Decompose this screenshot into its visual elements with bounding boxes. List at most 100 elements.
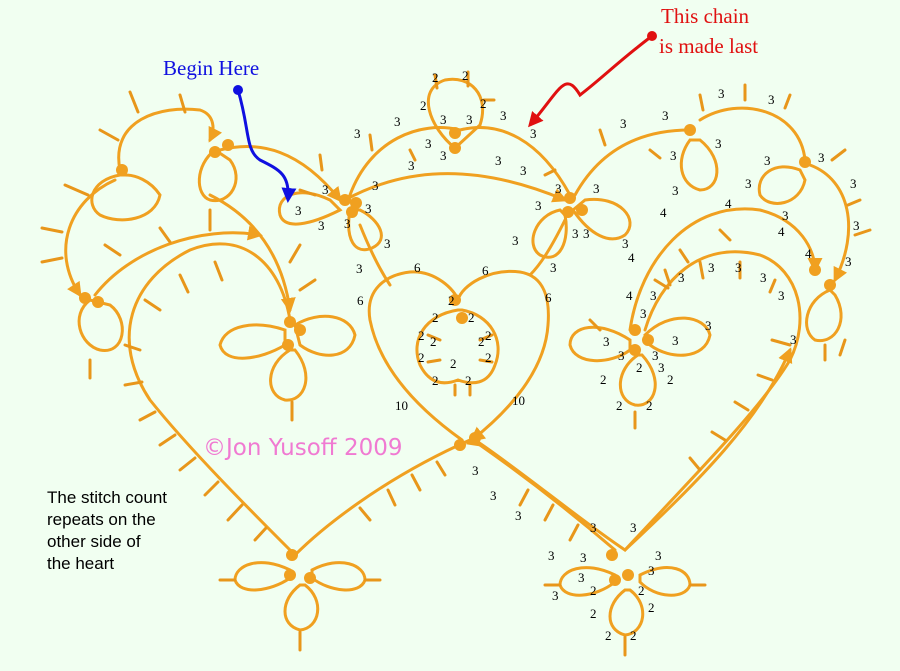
count-top-ring-1: 2 — [432, 70, 439, 85]
count-right-11: 3 — [670, 148, 677, 163]
count-bright-7: 3 — [580, 550, 587, 565]
count-top-ring-3: 2 — [420, 98, 427, 113]
count-top-chain-6: 3 — [408, 158, 415, 173]
count-rlower-14: 3 — [658, 360, 665, 375]
bottom-right-link — [465, 431, 617, 552]
count-right-8: 3 — [622, 236, 629, 251]
center-right-link — [528, 218, 567, 277]
count-rlower-16: 2 — [667, 372, 674, 387]
count-rlower-12: 3 — [618, 348, 625, 363]
last-chain-label-line1: This chain — [661, 4, 750, 28]
count-rlower-4: 3 — [708, 260, 715, 275]
begin-here-arrow — [236, 89, 297, 203]
count-right-5: 3 — [583, 226, 590, 241]
count-right-7: 3 — [593, 181, 600, 196]
count-center-7: 2 — [478, 334, 485, 349]
count-center-4: 2 — [418, 328, 425, 343]
count-center-6: 2 — [430, 334, 437, 349]
count-center-11: 2 — [465, 373, 472, 388]
count-rtop-9: 3 — [845, 254, 852, 269]
bottom-right-outer — [623, 347, 793, 552]
count-bright-10: 3 — [648, 563, 655, 578]
count-rlower-6: 3 — [760, 270, 767, 285]
note-line-3: other side of — [47, 532, 141, 551]
count-rtop-5: 3 — [745, 176, 752, 191]
count-center-3: 2 — [432, 310, 439, 325]
count-chain-4a: 4 — [660, 205, 667, 220]
right-top-chain — [698, 106, 807, 162]
count-top-chain-7: 3 — [495, 153, 502, 168]
count-center-8: 2 — [418, 350, 425, 365]
count-center-2: 2 — [468, 310, 475, 325]
count-rlower-5: 3 — [735, 260, 742, 275]
count-rtop-7: 3 — [850, 176, 857, 191]
begin-here-dot — [233, 85, 243, 95]
count-bright-6: 3 — [548, 548, 555, 563]
ring-center-left — [531, 208, 568, 259]
count-rlower-18: 2 — [646, 398, 653, 413]
count-bright-16: 2 — [605, 628, 612, 643]
count-right-10: 3 — [662, 108, 669, 123]
ring-mid-c — [269, 348, 308, 402]
count-top-chain-2: 3 — [394, 114, 401, 129]
count-chain-6a: 6 — [414, 260, 421, 275]
ring-center — [415, 308, 500, 385]
count-rlower-11: 3 — [603, 334, 610, 349]
count-top-ring-2: 2 — [462, 68, 469, 83]
count-rtop-10: 4 — [778, 224, 785, 239]
count-bright-13: 2 — [638, 583, 645, 598]
count-rlower-9: 3 — [705, 318, 712, 333]
count-rtop-1: 3 — [718, 86, 725, 101]
count-left-4: 3 — [344, 216, 351, 231]
count-chain-10b: 10 — [512, 393, 525, 408]
count-bright-1: 3 — [472, 463, 479, 478]
count-rtop-2: 3 — [768, 92, 775, 107]
count-chain-10a: 10 — [395, 398, 408, 413]
count-bright-11: 3 — [552, 588, 559, 603]
count-rlower-7: 3 — [778, 288, 785, 303]
count-left-5: 3 — [384, 236, 391, 251]
ring-bottom-left-b — [310, 561, 367, 592]
count-rlower-19: 2 — [636, 360, 643, 375]
count-rlower-15: 2 — [600, 372, 607, 387]
ring-right-b — [643, 316, 712, 357]
count-bright-4: 3 — [590, 520, 597, 535]
ring-bottom-left-c — [283, 583, 320, 632]
count-bright-2: 3 — [490, 488, 497, 503]
ring-lefttop-a — [90, 173, 162, 222]
ring-bottom-right-c — [608, 588, 645, 637]
count-chain-4e: 4 — [805, 246, 812, 261]
count-top-ring-6: 3 — [466, 112, 473, 127]
count-rtop-3: 3 — [764, 153, 771, 168]
count-rtop-6: 3 — [782, 208, 789, 223]
center-left-link — [358, 223, 392, 287]
count-right-13: 3 — [715, 136, 722, 151]
rings — [77, 77, 843, 637]
count-center-5: 2 — [485, 328, 492, 343]
ring-mid-b — [293, 314, 357, 357]
count-rlower-13: 3 — [652, 348, 659, 363]
count-bright-5: 3 — [630, 520, 637, 535]
count-bright-15: 2 — [648, 600, 655, 615]
count-top-chain-5: 3 — [372, 178, 379, 193]
count-center-10: 2 — [432, 373, 439, 388]
ring-right-top-b — [757, 165, 807, 205]
count-center-1: 2 — [448, 293, 455, 308]
note-line-2: repeats on the — [47, 510, 156, 529]
count-rtop-8: 3 — [853, 218, 860, 233]
right-lobe-chain — [473, 250, 802, 552]
last-chain-label-line2: is made last — [659, 34, 759, 58]
count-top-ring-8: 3 — [440, 148, 447, 163]
count-top-chain-3: 3 — [500, 108, 507, 123]
begin-here-label: Begin Here — [163, 56, 260, 80]
count-top-chain-1: 3 — [354, 126, 361, 141]
count-left-7: 3 — [365, 201, 372, 216]
count-rlower-3: 3 — [678, 270, 685, 285]
count-bright-17: 2 — [630, 628, 637, 643]
count-top-ring-7: 3 — [425, 136, 432, 151]
count-right-1: 3 — [555, 181, 562, 196]
count-chain-4c: 4 — [628, 250, 635, 265]
count-top-ring-4: 2 — [480, 96, 487, 111]
count-bright-3: 3 — [515, 508, 522, 523]
